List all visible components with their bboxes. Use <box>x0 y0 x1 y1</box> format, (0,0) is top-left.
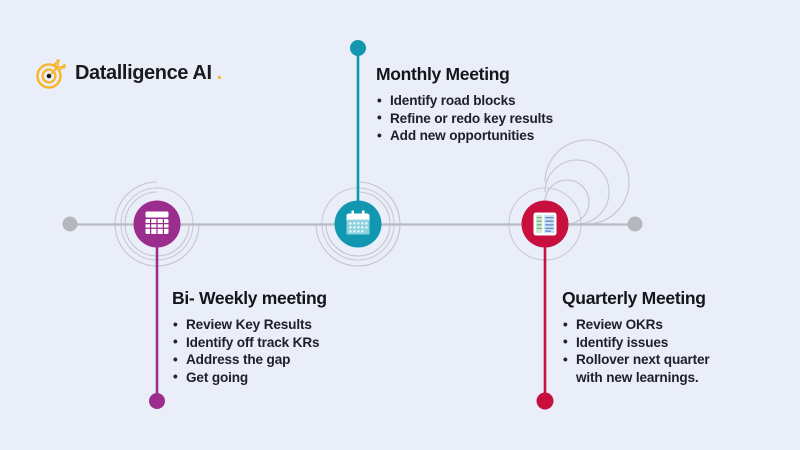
calendar-icon <box>346 210 370 235</box>
block-quarterly-title: Quarterly Meeting <box>562 288 706 308</box>
list-item: Review Key Results <box>172 316 327 334</box>
node-biweekly[interactable] <box>133 200 181 248</box>
block-quarterly: Quarterly Meeting Review OKRs Identify i… <box>562 288 710 386</box>
brand-logo: Datalligence AI . <box>34 56 222 90</box>
list-item: Get going <box>172 368 327 387</box>
list-item: Identify off track KRs <box>172 333 327 352</box>
logo-accent-dot: . <box>216 61 223 84</box>
block-monthly-title: Monthly Meeting <box>376 64 510 84</box>
calendar-grid-icon <box>145 211 169 234</box>
list-item: Address the gap <box>172 351 327 369</box>
block-biweekly-title: Bi- Weekly meeting <box>172 288 327 308</box>
block-biweekly: Bi- Weekly meeting Review Key Results Id… <box>172 288 327 386</box>
list-item: Identify issues <box>562 333 710 352</box>
node-monthly[interactable] <box>334 200 382 248</box>
list-item: Identify road blocks <box>376 92 553 110</box>
timeline-end-dot-right <box>627 216 643 232</box>
node-quarterly[interactable] <box>521 200 569 248</box>
target-bullseye-icon <box>36 59 66 89</box>
document-list-icon <box>533 212 557 236</box>
logo-wordmark: Datalligence AI <box>75 61 212 84</box>
block-quarterly-list: Review OKRs Identify issues Rollover nex… <box>562 316 710 386</box>
block-biweekly-list: Review Key Results Identify off track KR… <box>172 316 327 386</box>
connector-biweekly <box>149 224 165 409</box>
timeline-end-dot-left <box>62 216 78 232</box>
list-item: Review OKRs <box>562 316 710 334</box>
list-item: Add new opportunities <box>376 127 553 145</box>
connector-quarterly <box>536 224 554 410</box>
block-monthly-list: Identify road blocks Refine or redo key … <box>376 92 553 145</box>
block-monthly: Monthly Meeting Identify road blocks Ref… <box>376 64 553 145</box>
rings-quarterly <box>508 139 630 261</box>
list-item: Refine or redo key results <box>376 109 553 128</box>
connector-monthly <box>350 40 366 224</box>
list-item: Rollover next quarter with new learnings… <box>562 351 710 386</box>
